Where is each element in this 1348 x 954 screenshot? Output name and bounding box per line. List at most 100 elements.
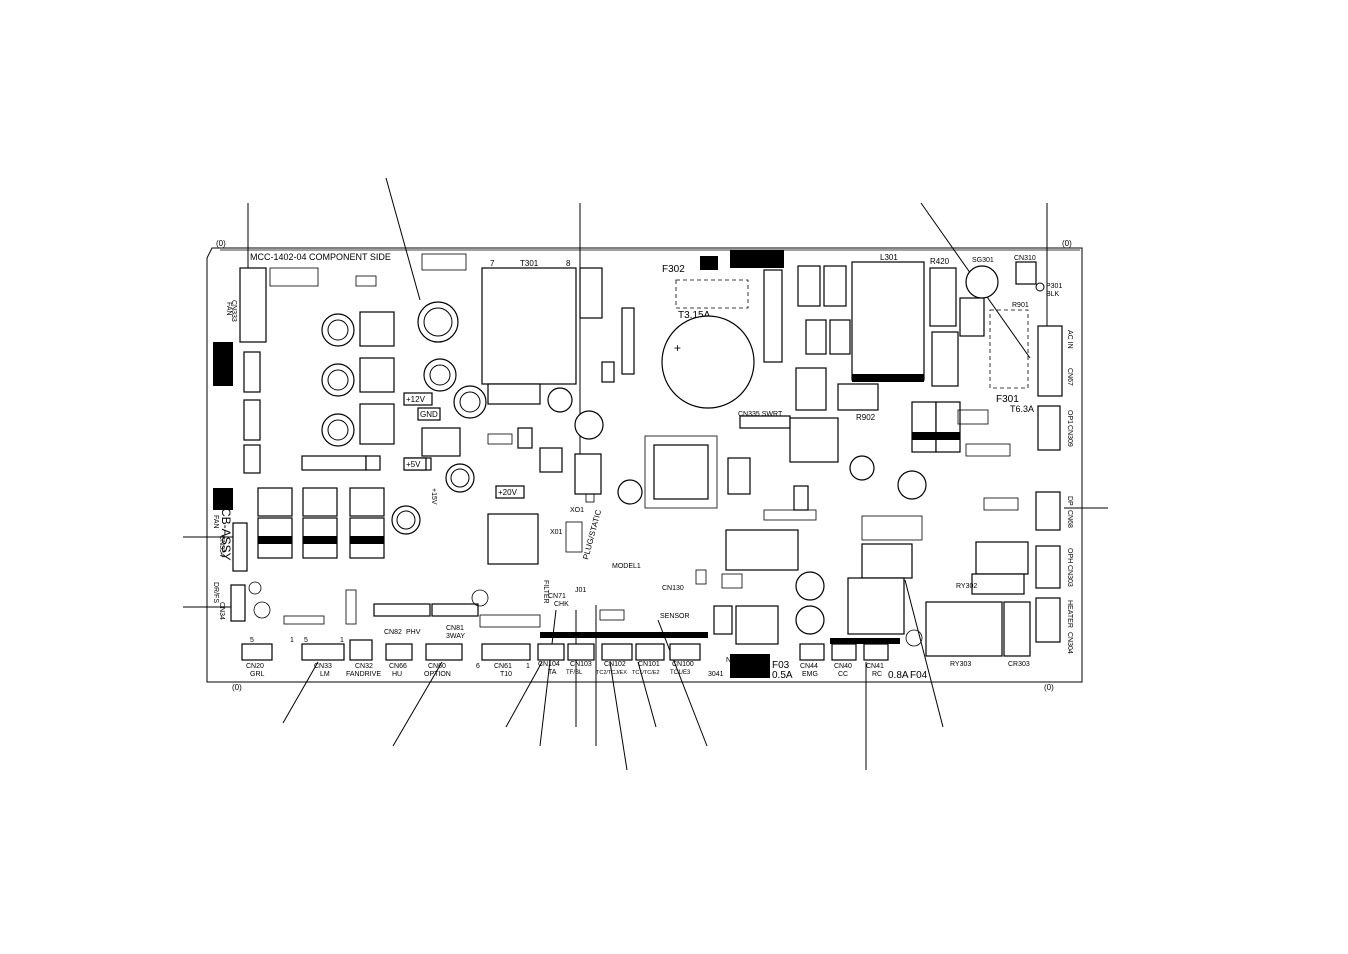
sg301-f301: SG301 CN310 P301 BLK R901 F301 T6.3A: [965, 255, 1062, 414]
svg-text:(0): (0): [1062, 239, 1072, 248]
svg-text:CR303: CR303: [1008, 661, 1030, 668]
svg-text:SG301: SG301: [972, 257, 994, 264]
svg-text:CN41: CN41: [866, 663, 884, 670]
svg-text:CN71: CN71: [548, 593, 566, 600]
svg-text:1: 1: [526, 663, 530, 670]
svg-text:R902: R902: [856, 413, 876, 422]
svg-text:0.8A: 0.8A: [888, 670, 909, 681]
left-connectors: CN333 FAN FAN CN334 DR/FS CN34: [212, 267, 267, 622]
svg-text:PHV: PHV: [406, 629, 421, 636]
svg-text:F302: F302: [662, 264, 685, 275]
svg-text:TC2/TCJ/EX: TC2/TCJ/EX: [596, 670, 627, 676]
fuse-f302: F302 T3.15A: [662, 250, 784, 321]
svg-text:R420: R420: [930, 257, 950, 266]
fuses-bottom: F03 0.5A 0.8A F04: [772, 660, 928, 681]
svg-text:+: +: [674, 341, 681, 355]
svg-text:RC: RC: [872, 671, 882, 678]
left-capacitors: [321, 301, 643, 535]
svg-text:LM: LM: [320, 671, 330, 678]
svg-text:EMG: EMG: [802, 671, 818, 678]
svg-text:TF/BL: TF/BL: [566, 670, 583, 676]
svg-text:F301: F301: [996, 394, 1019, 405]
inductor-l301: L301 R420: [763, 253, 985, 411]
svg-text:5: 5: [304, 637, 308, 644]
svg-text:CN82: CN82: [384, 629, 402, 636]
svg-text:CN102: CN102: [604, 661, 626, 668]
svg-text:CN68: CN68: [1066, 510, 1073, 528]
left-ics: [257, 311, 461, 559]
svg-text:J01: J01: [575, 587, 586, 594]
svg-text:7: 7: [490, 259, 495, 268]
svg-text:AC IN: AC IN: [1066, 330, 1073, 349]
svg-text:CN61: CN61: [494, 663, 512, 670]
svg-text:1: 1: [290, 637, 294, 644]
svg-text:CN67: CN67: [1066, 368, 1073, 386]
svg-text:OPH: OPH: [1066, 548, 1073, 563]
middle-ics: [517, 367, 839, 571]
svg-text:T10: T10: [500, 671, 512, 678]
svg-text:CC: CC: [838, 671, 848, 678]
svg-text:CN40: CN40: [834, 663, 852, 670]
svg-text:GND: GND: [420, 410, 438, 419]
svg-text:(0): (0): [216, 239, 226, 248]
svg-text:+15V: +15V: [430, 488, 437, 505]
svg-text:CN33: CN33: [314, 663, 332, 670]
svg-text:RY303: RY303: [950, 661, 971, 668]
svg-text:F04: F04: [910, 670, 928, 681]
svg-text:L301: L301: [880, 253, 898, 262]
svg-text:DR/FS: DR/FS: [212, 582, 219, 603]
svg-text:X01: X01: [550, 529, 563, 536]
right-components: RY302 RY303 CR303: [713, 401, 1031, 668]
board-outline: [206, 247, 1083, 683]
svg-text:CN130: CN130: [662, 585, 684, 592]
svg-text:R901: R901: [1012, 302, 1029, 309]
svg-text:P301: P301: [1046, 283, 1062, 290]
svg-text:CN66: CN66: [389, 663, 407, 670]
svg-text:T3.15A: T3.15A: [678, 310, 711, 321]
svg-text:CN44: CN44: [800, 663, 818, 670]
svg-text:FANDRIVE: FANDRIVE: [346, 671, 381, 678]
svg-text:DP: DP: [1066, 496, 1073, 506]
svg-text:CN100: CN100: [672, 661, 694, 668]
svg-text:OP1: OP1: [1066, 410, 1073, 424]
svg-text:CN309: CN309: [1066, 425, 1073, 447]
small-parts: [248, 253, 1019, 647]
svg-text:F03: F03: [772, 660, 790, 671]
microcontroller: [487, 435, 718, 565]
svg-text:3WAY: 3WAY: [446, 633, 465, 640]
pin-numbers: 5 1 5 1 6 1: [250, 637, 530, 670]
svg-text:5: 5: [250, 637, 254, 644]
svg-text:CHK: CHK: [554, 601, 569, 608]
svg-text:FAN: FAN: [212, 515, 219, 529]
board-title: MCC-1402-04 COMPONENT SIDE: [250, 252, 391, 262]
svg-text:CN310: CN310: [1014, 255, 1036, 262]
svg-text:CN81: CN81: [446, 625, 464, 632]
svg-text:BLK: BLK: [1046, 291, 1060, 298]
svg-text:0.5A: 0.5A: [772, 670, 793, 681]
svg-text:CN303: CN303: [1066, 565, 1073, 587]
svg-text:CN20: CN20: [246, 663, 264, 670]
svg-text:CN334: CN334: [218, 535, 225, 557]
svg-text:TC1/TC/E2: TC1/TC/E2: [632, 670, 660, 676]
svg-text:CN304: CN304: [1066, 632, 1073, 654]
svg-text:TC1/E3: TC1/E3: [670, 670, 691, 676]
svg-text:PLUG/STATIC: PLUG/STATIC: [581, 508, 603, 560]
svg-text:OPTION: OPTION: [424, 671, 451, 678]
svg-text:SENSOR: SENSOR: [660, 613, 690, 620]
svg-text:3041: 3041: [708, 671, 724, 678]
svg-text:T6.3A: T6.3A: [1010, 404, 1034, 414]
voltage-labels: +12V GND +5V +20V +15V: [403, 392, 525, 505]
svg-text:GRL: GRL: [250, 671, 265, 678]
svg-text:(0): (0): [232, 683, 242, 692]
svg-text:FAN: FAN: [225, 302, 232, 316]
capacitor-c302: +: [661, 315, 755, 409]
right-connectors: AC IN CN67 OP1 CN309 DP CN68 OPH CN303 H…: [1035, 325, 1073, 654]
svg-text:CN335 SWRT: CN335 SWRT: [738, 411, 783, 418]
svg-text:CN60: CN60: [428, 663, 446, 670]
svg-text:HU: HU: [392, 671, 402, 678]
callout-leader-lines: [183, 177, 1108, 771]
svg-text:+5V: +5V: [406, 460, 421, 469]
bottom-connector-labels: CN20 GRL CN33 LM CN32 FANDRIVE CN66 HU C…: [246, 585, 884, 678]
transformer-t301: 7 T301 8: [481, 259, 635, 405]
